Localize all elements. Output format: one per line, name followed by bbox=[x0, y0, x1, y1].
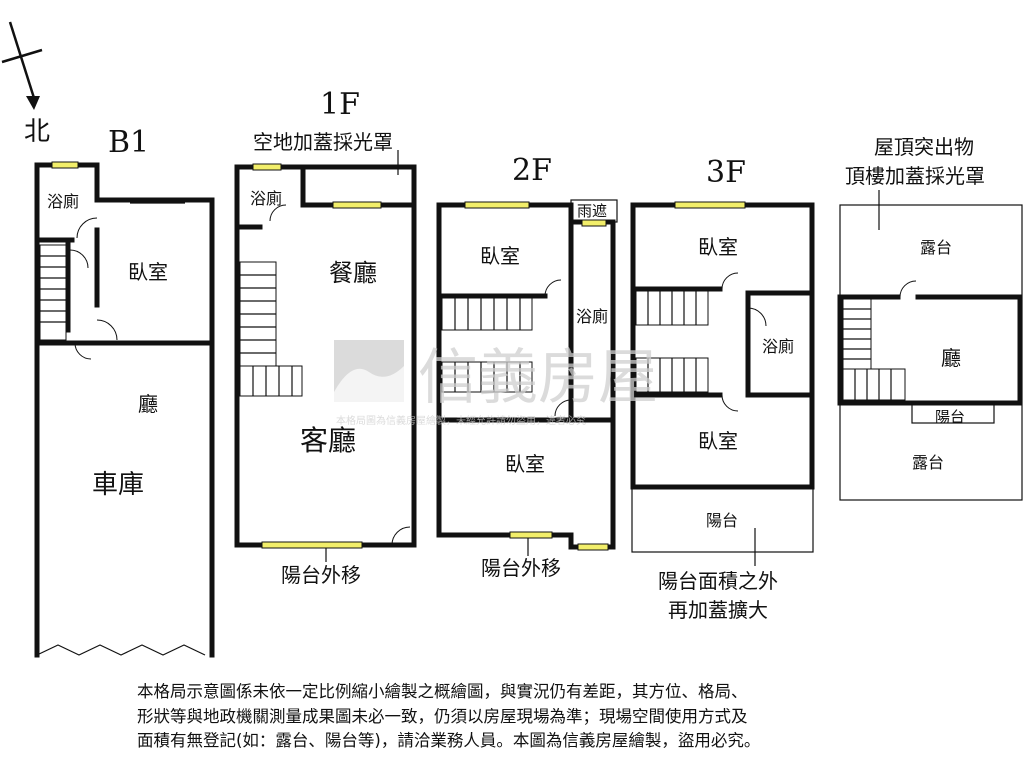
disclaimer-line-1: 本格局示意圖係未依一定比例縮小繪製之概繪圖，與實況仍有差距，其方位、格局、 bbox=[137, 682, 748, 701]
disclaimer-line-2: 形狀等與地政機關測量成果圖未必一致，仍須以房屋現場為準；現場空間使用方式及 bbox=[137, 706, 748, 726]
f2-room-rain-shelter: 雨遮 bbox=[577, 202, 607, 220]
f3-room-balcony: 陽台 bbox=[706, 511, 738, 530]
f2-note-balcony: 陽台外移 bbox=[481, 556, 561, 580]
b1-room-bedroom: 臥室 bbox=[128, 260, 168, 284]
f1-room-dining: 餐廳 bbox=[329, 259, 377, 287]
f3-room-bedroom-top: 臥室 bbox=[698, 235, 738, 259]
roof-title-line1: 屋頂突出物 bbox=[874, 135, 974, 159]
f2-window-bottom bbox=[509, 531, 553, 539]
f3-room-bedroom-bottom: 臥室 bbox=[698, 429, 738, 453]
disclaimer: 本格局示意圖係未依一定比例縮小繪製之概繪圖，與實況仍有差距，其方位、格局、 形狀… bbox=[137, 680, 897, 754]
b1-room-garage: 車庫 bbox=[92, 470, 144, 500]
floor-roof: 屋頂突出物 頂樓加蓋採光罩 露台 廳 陽台 露台 bbox=[837, 135, 1023, 501]
f3-door-bath bbox=[747, 307, 767, 327]
f2-window-bath bbox=[581, 219, 607, 227]
roof-title-line2: 頂樓加蓋採光罩 bbox=[845, 164, 985, 188]
f3-window-top bbox=[674, 201, 746, 209]
north-compass: 北 bbox=[1, 21, 50, 147]
f1-door-bath bbox=[269, 204, 287, 222]
b1-wall-right bbox=[94, 197, 215, 658]
b1-garage-door bbox=[36, 644, 206, 656]
f1-note-balcony: 陽台外移 bbox=[281, 563, 361, 587]
roof-wall-hall bbox=[837, 294, 1023, 406]
roof-room-hall: 廳 bbox=[941, 346, 961, 370]
f2-stairs bbox=[441, 297, 533, 393]
b1-door-stair bbox=[69, 249, 89, 269]
b1-door-bath bbox=[76, 217, 98, 239]
f1-note-skylight: 空地加蓋採光罩 bbox=[253, 130, 393, 154]
floor-3f: 3F 臥室 浴廁 臥室 陽台 陽台面積之外 再加蓋擴大 bbox=[630, 155, 815, 622]
f2-room-bath: 浴廁 bbox=[576, 307, 608, 326]
watermark-brand: 信義房屋 bbox=[418, 343, 658, 413]
f1-room-living: 客廳 bbox=[300, 424, 356, 457]
f1-wall-dining bbox=[300, 164, 417, 208]
f2-door-bath bbox=[554, 399, 572, 417]
f3-wall-bath bbox=[745, 290, 815, 398]
f3-door-bedroom-top bbox=[721, 272, 739, 290]
compass-arrow-icon bbox=[26, 96, 40, 110]
f2-door-bedroom-top bbox=[544, 279, 562, 297]
roof-room-terrace-bottom: 露台 bbox=[912, 453, 944, 472]
compass-label: 北 bbox=[24, 117, 50, 147]
b1-room-bath: 浴廁 bbox=[47, 192, 79, 211]
f1-window-dining bbox=[332, 201, 382, 209]
b1-stairs bbox=[39, 244, 67, 341]
roof-room-balcony: 陽台 bbox=[935, 408, 965, 426]
b1-door-hall bbox=[74, 342, 92, 360]
compass-crossbar bbox=[1, 48, 43, 64]
b1-window bbox=[51, 161, 79, 169]
f2-room-bedroom-top: 臥室 bbox=[480, 244, 520, 268]
b1-room-hall: 廳 bbox=[138, 392, 158, 416]
f3-note-line1: 陽台面積之外 bbox=[658, 569, 778, 593]
floor-plan-canvas: 北 B1 浴廁 臥室 廳 車庫 bbox=[1, 21, 1023, 658]
watermark-notice: 本格局圖為信義房屋繪製，未經允許請勿盜用，違者必究 bbox=[336, 414, 586, 427]
roof-room-terrace-top: 露台 bbox=[920, 238, 952, 257]
f1-window-bath bbox=[252, 163, 282, 171]
floor-2f: 2F 臥室 雨遮 浴廁 臥室 陽台外移 bbox=[436, 153, 618, 580]
roof-stairs bbox=[842, 298, 906, 401]
floor-title-2f: 2F bbox=[512, 153, 552, 188]
floor-title-1f: 1F bbox=[320, 87, 360, 122]
roof-door-hall bbox=[899, 280, 917, 298]
f3-note-line2: 再加蓋擴大 bbox=[668, 598, 768, 622]
b1-door-bedroom bbox=[96, 319, 118, 341]
f3-stairs bbox=[635, 290, 709, 393]
f1-stairs bbox=[239, 261, 303, 397]
floor-b1: B1 浴廁 臥室 廳 車庫 bbox=[34, 125, 215, 658]
floor-title-3f: 3F bbox=[706, 155, 746, 190]
f3-door-bedroom-bottom bbox=[721, 394, 739, 412]
f2-window-balcony bbox=[577, 543, 609, 551]
floor-1f: 1F 空地加蓋採光罩 浴廁 餐廳 客廳 陽台外移 bbox=[234, 87, 417, 587]
f1-window-balcony bbox=[261, 541, 363, 549]
f2-window-top bbox=[464, 201, 530, 209]
watermark-logo-icon bbox=[334, 340, 404, 402]
disclaimer-line-3: 面積有無登記(如：露台、陽台等)，請洽業務人員。本圖為信義房屋繪製，盜用必究。 bbox=[137, 731, 761, 750]
compass-needle bbox=[8, 21, 36, 99]
f1-door-entry bbox=[391, 526, 411, 546]
floor-title-b1: B1 bbox=[108, 125, 149, 160]
f1-room-bath: 浴廁 bbox=[250, 189, 282, 208]
watermark: 信義房屋 本格局圖為信義房屋繪製，未經允許請勿盜用，違者必究 bbox=[334, 340, 658, 427]
f2-room-bedroom-bottom: 臥室 bbox=[505, 452, 545, 476]
f3-room-bath: 浴廁 bbox=[762, 337, 794, 356]
